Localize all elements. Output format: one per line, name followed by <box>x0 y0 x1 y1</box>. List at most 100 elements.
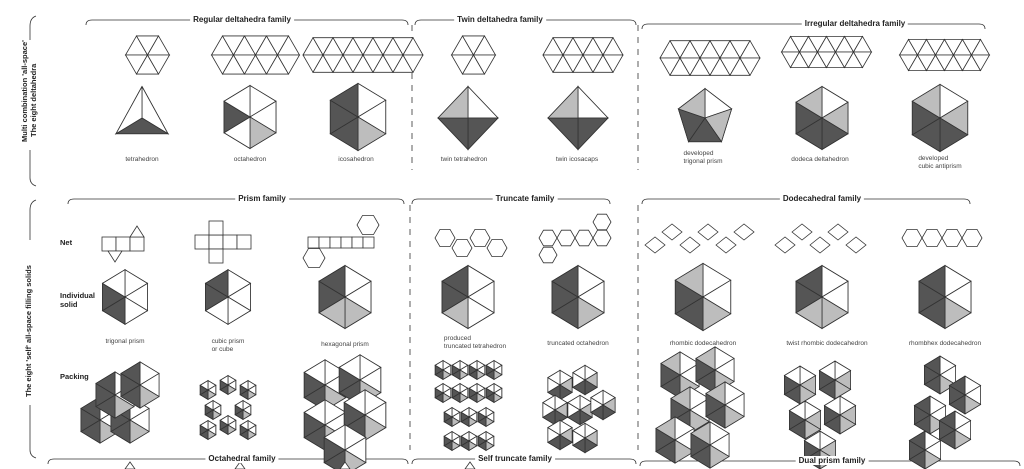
packing-rhombhex-dodecahedron-face <box>913 395 931 416</box>
net-twist-rhombic-dodecahedron <box>827 223 849 241</box>
solid-hexagonal-prism-face <box>318 264 346 298</box>
solid-tetrahedron-face <box>114 86 143 135</box>
solid-cube-face <box>204 268 229 298</box>
packing-truncated-tetrahedron-face <box>477 430 487 442</box>
net-rhombhex-dodecahedron <box>961 228 983 248</box>
net-cube <box>208 234 224 250</box>
net-rhombic-dodecahedron <box>679 236 701 254</box>
caption-trigonal-prism: trigonal prism <box>105 338 145 345</box>
family-prism: Prism family <box>235 194 289 203</box>
net-twist-rhombic-dodecahedron <box>774 236 796 254</box>
solid-produced-truncated-tetrahedron-face <box>441 264 469 298</box>
row-label-packing: Packing <box>60 372 89 381</box>
net-hexagonal-prism <box>340 236 353 249</box>
solid-octahedron-face <box>223 84 251 118</box>
packing-twist-rhombic-dodecahedron-face <box>823 395 841 416</box>
solid-developed-trigonal-prism-face <box>677 87 706 119</box>
packing-truncated-tetrahedron-face <box>434 382 444 394</box>
net-hexagonal-prism <box>307 236 320 249</box>
packing-trigonal-prism-face <box>95 371 116 396</box>
family-dual-prism: Dual prism family <box>795 456 869 465</box>
net-truncated-octahedron <box>592 213 612 231</box>
solid-twin-tetrahedron-face <box>437 85 469 119</box>
solid-twin-icosacaps-face <box>577 117 609 151</box>
caption-truncated-octahedron: truncated octahedron <box>547 340 609 347</box>
net-hexagonal-prism <box>318 236 331 249</box>
net-trigonal-prism <box>115 236 131 252</box>
side-label-top-2: The eight deltahedra <box>29 60 38 140</box>
net-rhombic-dodecahedron <box>733 223 755 241</box>
solid-rhombic-dodecahedron-face <box>674 262 704 298</box>
net-truncated-tetrahedron <box>434 228 456 248</box>
net-tetrahedron <box>146 54 171 75</box>
net-trigonal-prism <box>129 225 145 238</box>
caption-rhombic-dodecahedron: rhombic dodecahedron <box>669 340 737 347</box>
row-label-line: Individual <box>60 291 96 300</box>
row-label-line: solid <box>60 300 78 309</box>
caption-dodeca-deltahedron: dodeca deltahedron <box>791 156 849 163</box>
brace-top <box>29 15 37 187</box>
packing-truncated-tetrahedron-face <box>460 406 470 418</box>
packing-hexagonal-prism-face <box>303 399 326 426</box>
packing-rhombhex-dodecahedron-face <box>938 410 956 431</box>
solid-truncated-octahedron-face <box>551 264 579 298</box>
packing-truncated-octahedron-face <box>547 419 561 436</box>
packing-truncated-octahedron-face <box>567 394 581 411</box>
packing-cube-face <box>219 374 229 386</box>
net-cube <box>208 220 224 236</box>
net-hexagonal-prism <box>362 236 375 249</box>
caption-hexagonal-prism: hexagonal prism <box>321 341 369 348</box>
net-twin-icosacaps <box>602 54 624 74</box>
family-self-truncate: Self truncate family <box>475 454 555 463</box>
packing-truncated-tetrahedron-face <box>451 359 461 371</box>
net-truncated-octahedron <box>592 229 612 247</box>
net-rhombic-dodecahedron <box>644 236 666 254</box>
net-truncated-octahedron <box>538 229 558 247</box>
solid-rhombhex-dodecahedron-face <box>918 264 946 298</box>
packing-cube-face <box>199 379 209 391</box>
family-irregular-deltahedra: Irregular deltahedra family <box>801 19 909 28</box>
packing-hexagonal-prism-face <box>338 354 361 381</box>
partial-figure <box>124 461 136 469</box>
caption-rhombhex-dodecahedron: rhombhex dodecahedron <box>908 340 982 347</box>
caption-tetrahedron: tetrahedron <box>125 156 159 163</box>
family-truncate: Truncate family <box>492 194 558 203</box>
solid-twin-tetrahedron-face <box>467 117 499 151</box>
packing-rhombhex-dodecahedron-face <box>923 355 941 376</box>
net-rhombic-dodecahedron <box>661 223 683 241</box>
net-developed-cubic-antiprism <box>970 54 991 72</box>
row-label-net: Net <box>60 238 73 247</box>
net-trigonal-prism <box>101 236 117 252</box>
side-label-bottom: The eight 'self' all-space filling solid… <box>24 262 33 400</box>
net-icosahedron <box>402 54 424 74</box>
packing-rhombic-dodecahedron-face <box>695 346 716 371</box>
family-dodecahedral: Dodecahedral family <box>779 194 865 203</box>
net-rhombic-dodecahedron <box>715 236 737 254</box>
packing-cube-face <box>234 399 244 411</box>
net-twist-rhombic-dodecahedron <box>845 236 867 254</box>
caption-line: trigonal prism <box>683 158 723 165</box>
net-hexagonal-prism <box>356 215 380 235</box>
packing-truncated-octahedron-face <box>547 369 561 386</box>
net-rhombhex-dodecahedron <box>941 228 963 248</box>
packing-truncated-tetrahedron-face <box>451 382 461 394</box>
packing-rhombic-dodecahedron-face <box>670 386 691 411</box>
packing-cube-face <box>204 399 214 411</box>
caption-line: developed <box>918 155 949 162</box>
side-label-top-1: Multi combination 'all-space' <box>20 37 29 145</box>
solid-trigonal-prism-face <box>101 268 126 298</box>
packing-hexagonal-prism-face <box>303 359 326 386</box>
packing-cube-face <box>219 414 229 426</box>
family-octahedral: Octahedral family <box>205 454 279 463</box>
solid-twin-icosacaps-face <box>577 85 609 119</box>
solid-developed-cubic-antiprism-face <box>911 83 941 119</box>
solid-twist-rhombic-dodecahedron-face <box>795 264 823 298</box>
packing-truncated-octahedron-face <box>572 422 586 439</box>
packing-truncated-tetrahedron-face <box>485 382 495 394</box>
family-regular-deltahedra: Regular deltahedra family <box>190 15 294 24</box>
packing-truncated-tetrahedron-face <box>468 382 478 394</box>
net-hexagonal-prism <box>302 248 326 268</box>
